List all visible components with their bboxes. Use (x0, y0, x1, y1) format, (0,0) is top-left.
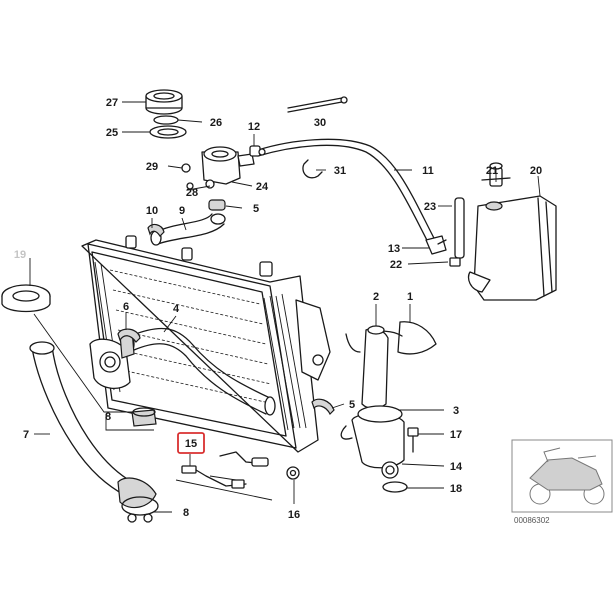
callout-5-top: 5 (253, 203, 259, 215)
callout-17: 17 (450, 429, 462, 441)
temperature-sensor-15 (181, 451, 269, 489)
overflow-tube-23 (454, 197, 465, 259)
callout-7: 7 (23, 429, 29, 441)
callout-14: 14 (450, 461, 463, 473)
fasteners-13-22 (437, 239, 461, 267)
callout-2: 2 (373, 291, 379, 303)
hose-clip-31 (302, 159, 323, 179)
thermostat-housing (181, 146, 255, 190)
washer-16 (286, 466, 300, 480)
callout-24: 24 (256, 181, 269, 193)
callout-12: 12 (248, 121, 260, 133)
callout-4: 4 (173, 303, 180, 315)
lower-hose-assembly (340, 321, 437, 479)
expansion-tank (467, 195, 557, 301)
callout-16: 16 (288, 509, 300, 521)
callout-labels: 27 25 26 12 30 29 28 24 31 11 21 20 10 9… (14, 97, 542, 521)
callout-31: 31 (334, 165, 346, 177)
radiator (81, 235, 331, 453)
callout-8-lower: 8 (183, 507, 189, 519)
callout-3: 3 (453, 405, 459, 417)
hose-9 (150, 199, 226, 246)
leader-lines (29, 101, 541, 513)
callout-13: 13 (388, 243, 400, 255)
callout-6: 6 (123, 301, 129, 313)
callout-25: 25 (106, 127, 118, 139)
level-rod (287, 96, 348, 113)
callout-15[interactable]: 15 (185, 438, 197, 450)
callout-1: 1 (407, 291, 413, 303)
callout-27: 27 (106, 97, 118, 109)
overflow-hose (257, 138, 447, 255)
callout-22: 22 (390, 259, 402, 271)
callout-20: 20 (530, 165, 542, 177)
callout-23: 23 (424, 201, 436, 213)
motorcycle-icon (529, 447, 605, 505)
callout-18: 18 (450, 483, 462, 495)
hose-7 (29, 341, 159, 516)
hose-clamps (117, 223, 335, 523)
filler-cap-assembly (145, 89, 187, 139)
connector-12 (249, 145, 266, 157)
callout-26: 26 (210, 117, 222, 129)
callout-9: 9 (179, 205, 185, 217)
callout-15-highlight (177, 432, 205, 454)
model-thumbnail: 00086302 (511, 439, 613, 525)
o-ring-18 (382, 481, 408, 493)
sealing-ring-19 (1, 284, 51, 313)
inset-reference-number: 00086302 (514, 516, 550, 525)
callout-29: 29 (146, 161, 158, 173)
screw-17 (407, 427, 419, 453)
callout-21: 21 (486, 165, 498, 177)
callout-19: 19 (14, 249, 26, 261)
callout-28: 28 (186, 187, 198, 199)
callout-11: 11 (422, 165, 434, 177)
callout-10: 10 (146, 205, 158, 217)
callout-5-bottom: 5 (349, 399, 355, 411)
callout-30: 30 (314, 117, 326, 129)
callout-8-upper: 8 (105, 411, 111, 423)
